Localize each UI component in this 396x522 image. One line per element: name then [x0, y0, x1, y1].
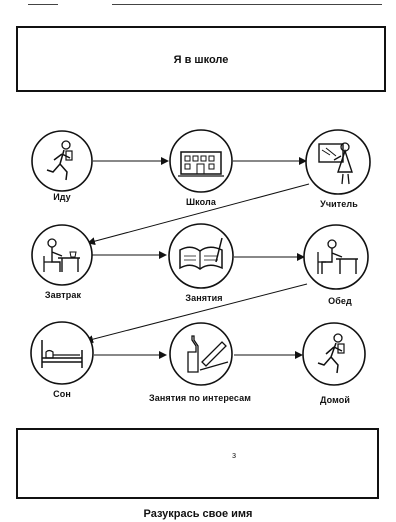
step-label-breakfast: Завтрак	[44, 290, 82, 300]
step-label-walk: Иду	[53, 192, 71, 202]
walking-home-icon	[302, 322, 366, 386]
arrow-teacher-to-breakfast	[87, 183, 310, 246]
bed-icon	[30, 321, 94, 385]
walking-child-icon	[31, 130, 93, 192]
page-title: Я в школе	[173, 54, 229, 66]
step-label-home: Домой	[320, 395, 350, 405]
name-box-mark: з	[232, 450, 237, 460]
teacher-at-board-icon	[305, 129, 371, 195]
school-building-icon	[169, 129, 233, 193]
open-book-icon	[168, 223, 234, 289]
step-label-teacher: Учитель	[320, 199, 358, 209]
title-box: Я в школе	[16, 26, 386, 92]
name-coloring-box: з	[16, 428, 379, 499]
coloring-caption: Разукрась свое имя	[143, 508, 253, 520]
step-label-lunch: Обед	[328, 296, 352, 306]
child-eating-icon	[31, 224, 93, 286]
step-label-school: Школа	[186, 197, 216, 207]
step-label-sleep: Сон	[53, 389, 71, 399]
paint-and-paper-icon	[169, 322, 233, 386]
step-label-hobbies: Занятия по интересам	[148, 393, 252, 403]
step-label-lessons: Занятия	[185, 293, 223, 303]
top-rule-right	[112, 4, 382, 5]
top-rule-left	[28, 4, 58, 5]
child-at-table-icon	[303, 224, 369, 290]
arrow-lunch-to-sleep	[85, 283, 308, 344]
